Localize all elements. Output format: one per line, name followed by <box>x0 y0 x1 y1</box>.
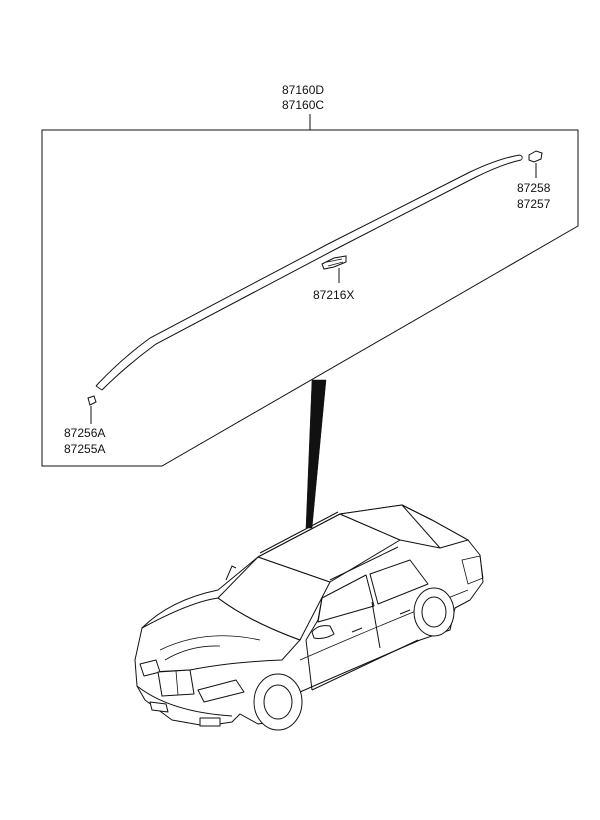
parts-frame <box>41 114 579 467</box>
clip-middle <box>321 255 347 283</box>
car-illustration <box>134 504 484 731</box>
callout-87257: 87257 <box>517 197 551 211</box>
callout-87258: 87258 <box>517 181 551 195</box>
clip-front <box>87 395 97 424</box>
callout-87160D: 87160D <box>282 83 324 97</box>
callout-87255A: 87255A <box>64 442 105 456</box>
callout-87160C: 87160C <box>282 98 324 112</box>
roof-molding <box>95 154 523 391</box>
callout-87256A: 87256A <box>64 426 105 440</box>
pointer-band <box>305 379 327 529</box>
clip-rear <box>528 150 543 178</box>
callout-87216X: 87216X <box>313 288 354 302</box>
